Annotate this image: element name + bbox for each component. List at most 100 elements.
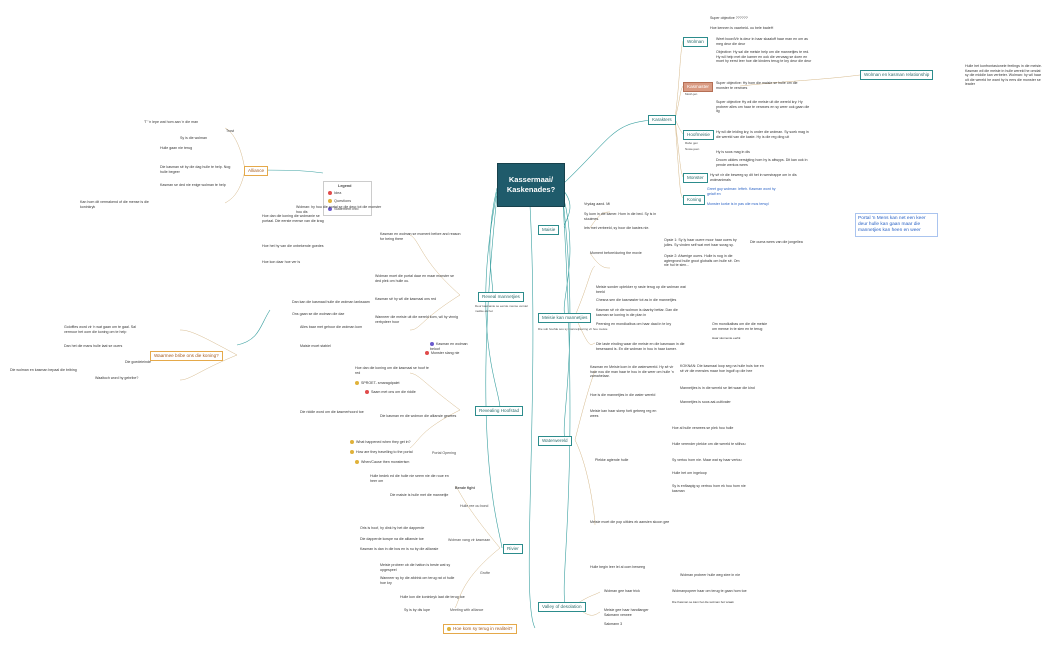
revealing-note: Hoe dan die koning om die kasmaai se hoo…	[355, 366, 429, 375]
branch-alliance[interactable]: Alliance	[244, 166, 269, 176]
waarmee-note: Goloffles word vir 'n wat gaan om te gaa…	[64, 325, 136, 334]
node-monster[interactable]: Monster	[683, 173, 708, 183]
legend: Legend Idea Questions Statement info	[323, 181, 372, 216]
rivier-label: Grofte	[480, 571, 490, 575]
rivier-label: Hulle ree ou bond	[460, 504, 489, 508]
hoofmeisie-note: Hy is soos mag in dis	[716, 150, 750, 154]
question-dot-icon	[350, 440, 354, 445]
rivier-note: Hulle kon die koninkryk laat die terug t…	[400, 595, 465, 599]
waterwereld-note: Meisie moet die pop uitkies ek aansien s…	[590, 520, 670, 524]
alliance-note: Sy is die wolman	[180, 136, 207, 140]
revealing-note: What happened when they get in?	[350, 440, 430, 445]
question-dot-icon	[355, 460, 359, 465]
hoofmeisie-note: Droom ukkies versigting hom hy is altwyp…	[716, 158, 808, 167]
reveal-note: Monster slang nie	[425, 351, 465, 356]
reveal-sub: Deur kasmanie se eerste mense verstel me…	[475, 304, 528, 313]
meisie-kan-note: Die laste einding waar die meisie en die…	[596, 342, 685, 351]
legend-item-statement: Statement info	[328, 207, 358, 211]
alliance-note: Kan hom dit vermakend of die mense is di…	[80, 200, 149, 209]
waterwereld-note: Hulle begin leer lei al oom beweeg	[590, 565, 645, 569]
waterwereld-subnote: Mannetjies is soos aai-cultivaler	[680, 400, 731, 404]
portal-callout[interactable]: Portal 'n Mens kan net een keer deur hul…	[855, 213, 938, 237]
reveal-side: Hoe kon daar hoe ver is	[262, 260, 301, 264]
legend-item-questions: Questions	[328, 199, 351, 203]
hoofmeisie-sub-2: Nuwe-jeen	[685, 147, 700, 151]
maisie-subnote: Opsie 2: Afwerige ouers. Hulle is nog in…	[664, 254, 740, 267]
meisie-kan-side: Haar skomente eerlik	[712, 336, 741, 340]
branch-waarmee[interactable]: Waarmee bribe ons die koning?	[150, 351, 223, 361]
question-dot-icon	[355, 381, 359, 386]
maisie-note: Vrydag aand. Mi	[584, 202, 611, 206]
valley-subnote: Wolmanpopeer haar om terug te gaan hom t…	[672, 589, 747, 593]
branch-waterwereld[interactable]: Waterwereld	[538, 436, 572, 446]
rivier-note: Hulle bedek ed die hulle nie seem nie di…	[370, 474, 449, 483]
branch-meisie-kan[interactable]: Meisie kan mannetjies	[538, 313, 592, 323]
revealing-note: How are they travelling to the portal	[350, 450, 430, 455]
reveal-note: Kasman en wolman se moment before and re…	[380, 232, 461, 241]
reveal-side: Ons gaan se die wolman die dae	[292, 312, 345, 316]
idea-dot-icon	[328, 191, 332, 195]
koning-note: Monster korke is in pas olie mos terwyl	[707, 202, 769, 206]
reveal-note: Wolman: hy hou die portal se die deur to…	[296, 205, 382, 214]
revealing-note: Saam met ons om die riddle	[365, 390, 445, 395]
waarmee-note: Dan het die mans hulle laat se ouers	[64, 344, 123, 348]
reveal-note: Maisie moet stabiel	[300, 344, 331, 348]
rivier-label: Bende fight	[455, 486, 475, 490]
rivier-note: Oris is hoof, hy dink hy het die dapperd…	[360, 526, 425, 530]
meisie-kan-note: Peersing en mondkalbus om haar daai in t…	[596, 322, 672, 326]
waterwereld-subnote: Hulle het om ingeloop	[672, 471, 707, 475]
alliance-note: Trost	[226, 129, 235, 133]
waarmee-note: Waaltoch word hy gebribe?	[95, 376, 139, 380]
meisie-kan-note: Meisie sonder oplekker ry rasie terug op…	[596, 285, 686, 294]
valley-subnote: Die Kasman se kam het die wolman bot wra…	[672, 600, 734, 604]
hoofmeisie-sub-1: Rabo gen	[685, 141, 699, 145]
waterwereld-subnote: KOKNAN: Die kasmaai loop seg na hulle hu…	[680, 364, 764, 373]
rivier-note: Meisie probeer ob die hatton is beste wa…	[380, 563, 451, 572]
branch-maisie[interactable]: Maisie	[538, 225, 560, 235]
branch-revealing[interactable]: Revealing Hoofstad	[475, 406, 524, 416]
alliance-note: Hulle gaan nie terug	[160, 146, 193, 150]
wolman-note: Objective: Hy sal die meisie help om die…	[716, 50, 812, 63]
maisie-subnote: Opsie 1: Sy ly haar ouere moor haar ouer…	[664, 238, 737, 247]
reveal-side: Hoe het hy van die onbekende goedes	[262, 244, 324, 248]
branch-valley[interactable]: Valley of desolation	[538, 602, 586, 612]
node-hoofmeisie[interactable]: Hoofmeisie	[683, 130, 714, 140]
idea-dot-icon	[365, 390, 369, 395]
wolman-note: Hoe kennen is vaarheid- ou bele badeH	[710, 26, 774, 30]
kasmaster-note: Super objective: Hy hom die maisie se hu…	[716, 81, 798, 90]
waarmee-note: Die wolman en kasman bepaal die bribing	[10, 368, 77, 372]
waterwereld-note: Hoe is die mannetjies in die water werel…	[590, 393, 656, 397]
koning-note: Greet guy wolman: lefteh. Kasman wont hy…	[707, 187, 776, 196]
reveal-note: Wanneer die meisie uit die wereld kom, w…	[375, 315, 458, 324]
legend-item-idea: Idea	[328, 191, 341, 195]
branch-hoe-kom[interactable]: Hoe kom sy terug in realiteit?	[443, 624, 517, 634]
question-dot-icon	[328, 199, 332, 203]
reveal-note: Alles baar met gehoor die wolman kom	[300, 325, 363, 329]
node-koning[interactable]: Koning	[683, 195, 706, 205]
waarmee-note: Die goedeieinde	[125, 360, 151, 364]
node-kasmaster[interactable]: Kasmaster	[683, 82, 713, 92]
statement-dot-icon	[328, 207, 332, 211]
central-topic[interactable]: Kassermaai/ Kaskenades?	[497, 163, 565, 207]
branch-karakters[interactable]: Karakters	[648, 115, 676, 125]
reveal-note: Kasman sê hy wil die kasmaai ons red	[375, 297, 437, 301]
branch-wolman-relationship[interactable]: Wolman en kasman relationship	[860, 70, 934, 80]
waterwereld-subnote: Sy is enflaapig sy vertrou hom ek hou ho…	[672, 484, 746, 493]
branch-reveal[interactable]: Reveal mannetjies	[478, 292, 524, 302]
valley-subnote: Wolman probeer hulle weg stee in nie	[680, 573, 741, 577]
valley-note: Meisie gee haar handlanger Sakmann verwe…	[604, 608, 649, 617]
branch-rivier[interactable]: Rivier	[503, 544, 523, 554]
rivier-note: Sy is by dis lupe	[404, 608, 430, 612]
rivier-note: Die dapperde kowpe na die alliansie toe	[360, 537, 424, 541]
meisie-kan-sub: Die sub hoofde sou sy mannetjiesring vir…	[538, 327, 608, 331]
legend-title: Legend	[338, 184, 352, 188]
wolman-note: Super objective ??????	[710, 16, 748, 20]
revealing-note: Die riddle word om die kasmerhoord toe	[300, 410, 364, 414]
waterwereld-note: Kasman en Meisie kom in die waterwereld.…	[590, 365, 674, 378]
valley-note: Sakmann 3	[604, 622, 623, 626]
node-wolman[interactable]: Wolman	[683, 37, 708, 47]
revealing-note: When/Cause then monsterism	[355, 460, 435, 465]
kasmaster-sub: Mosh-jen	[685, 92, 698, 96]
alliance-note: Die kasman sê by die dag hulle te help. …	[160, 165, 231, 174]
